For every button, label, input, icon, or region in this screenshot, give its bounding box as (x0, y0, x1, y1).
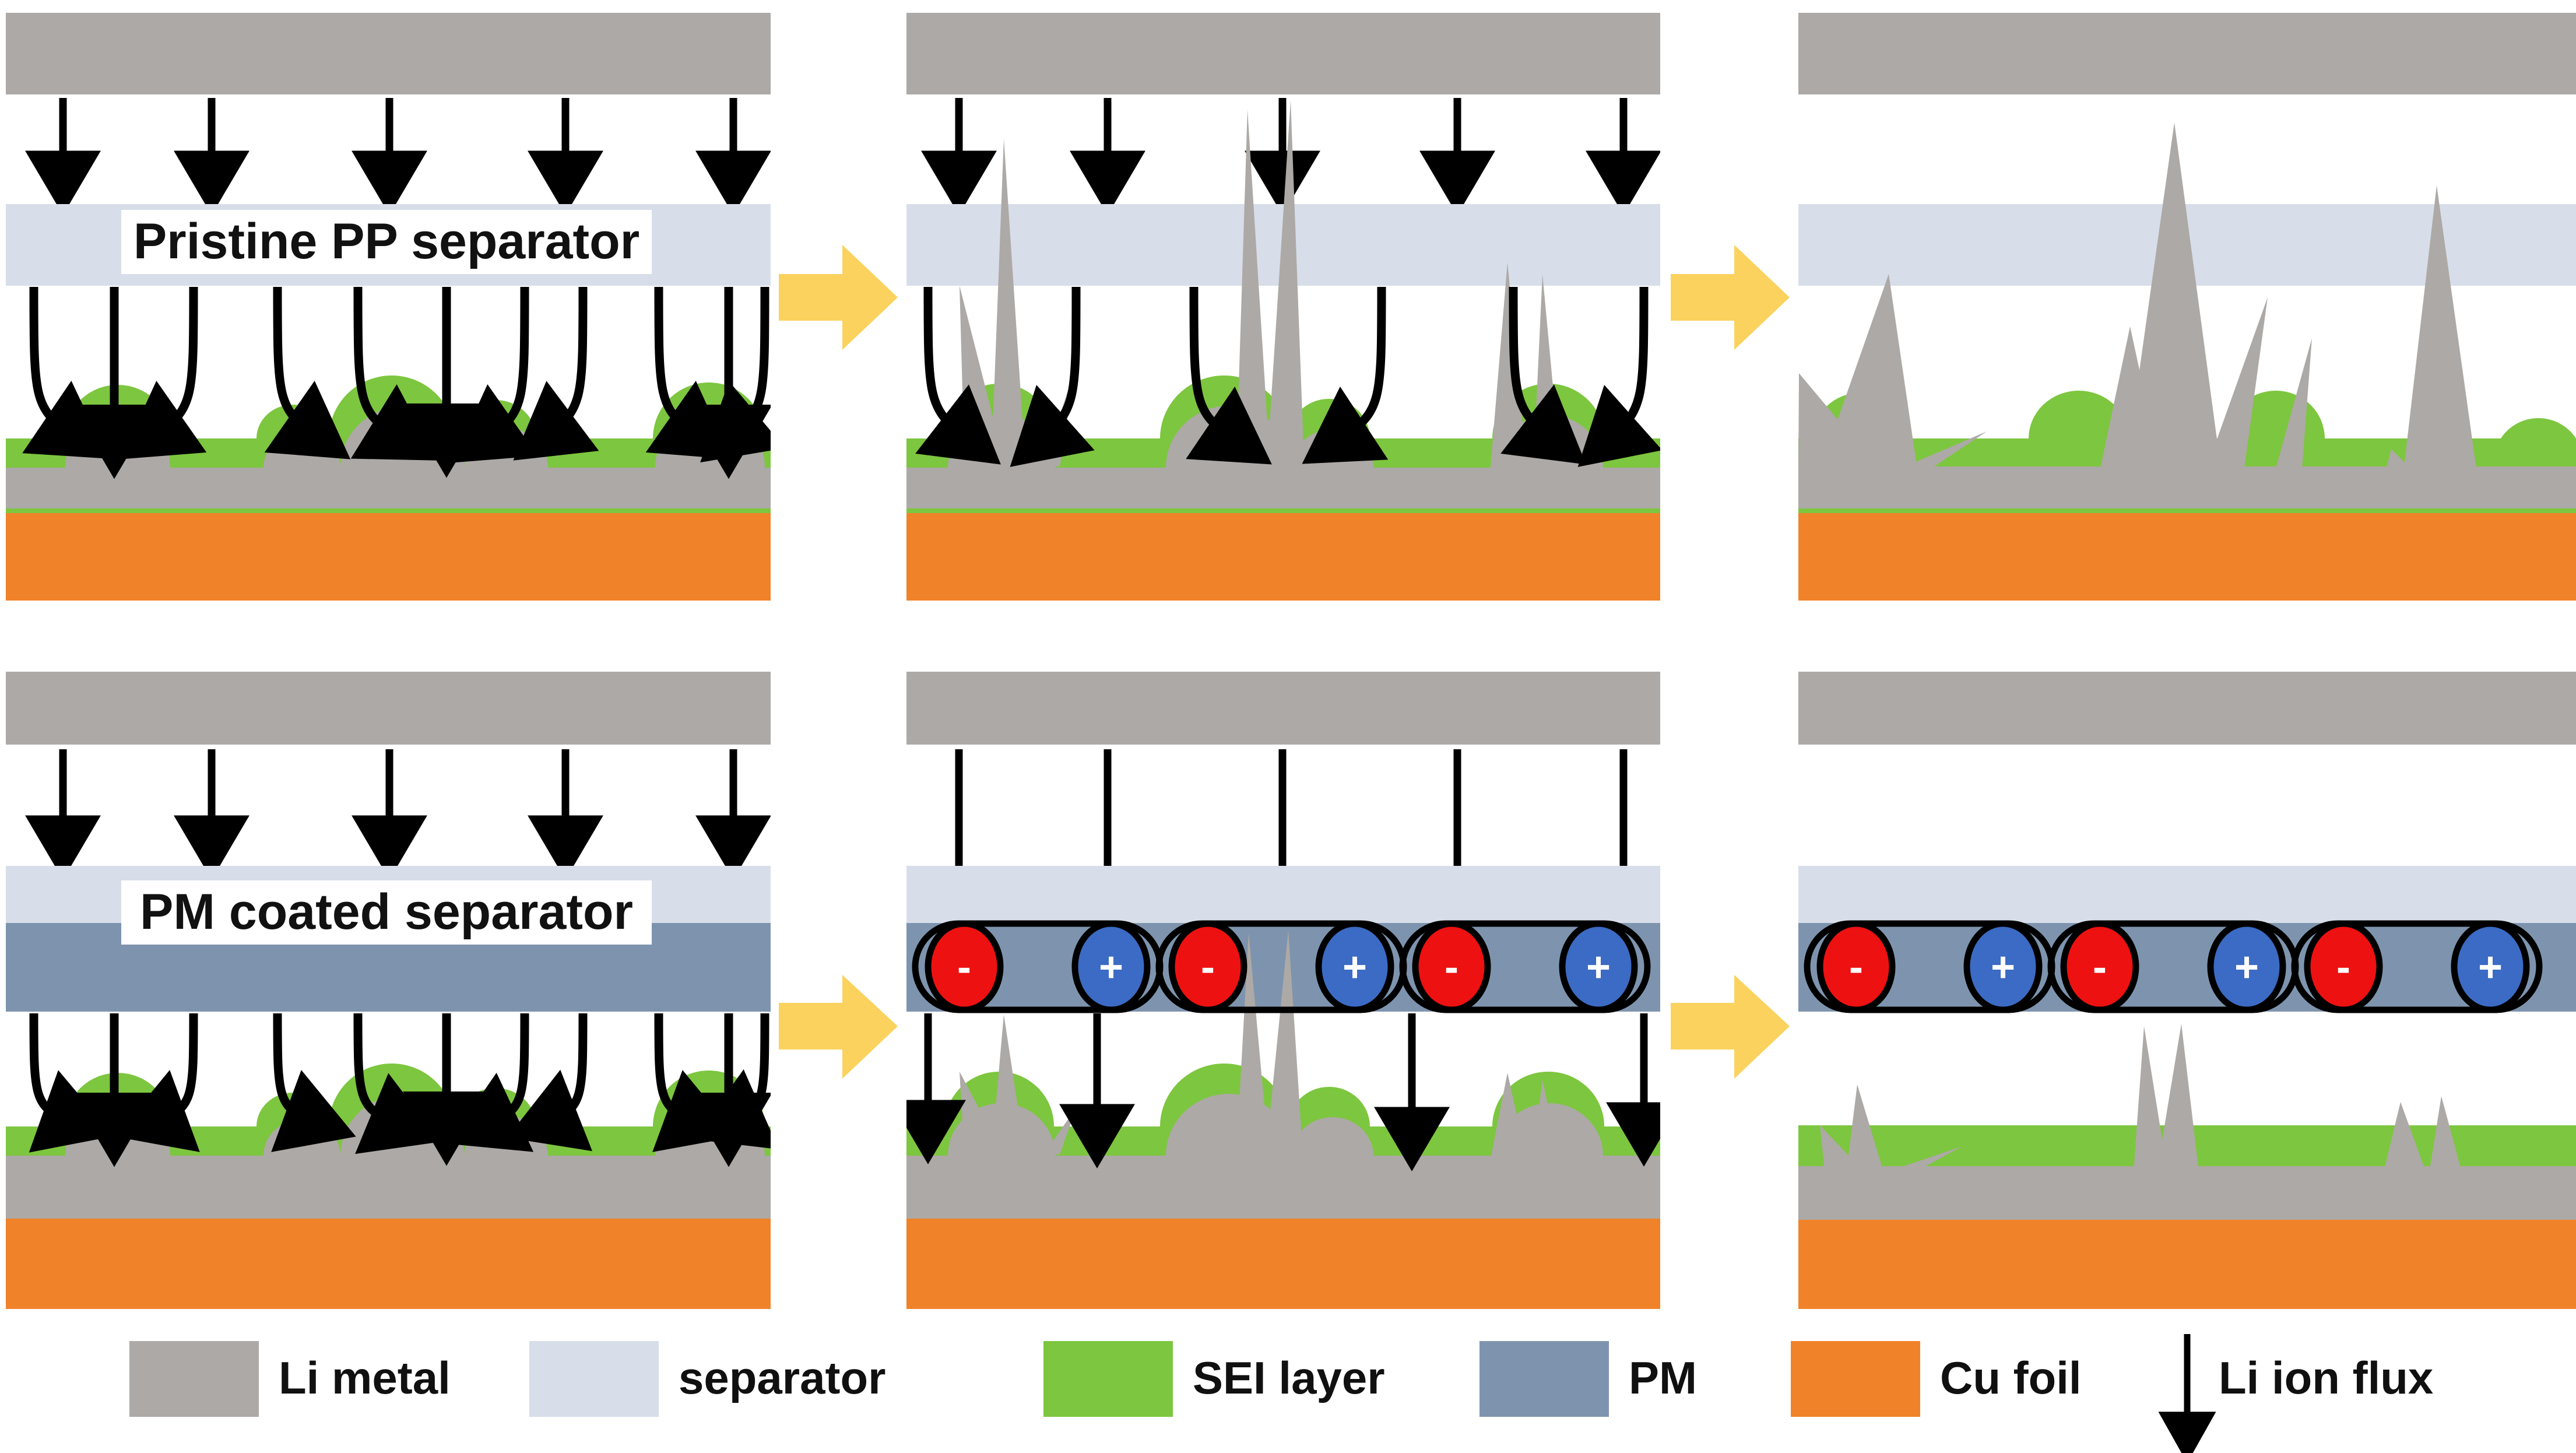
li-dendrites (960, 931, 1560, 1164)
li-metal-deposit (1798, 1166, 2576, 1220)
ion-positive-symbol: + (1343, 944, 1367, 991)
ion-negative: - (1816, 920, 1896, 1013)
ion-positive: + (1315, 920, 1394, 1013)
legend-label-separator: separator (679, 1352, 886, 1403)
stage-arrows (779, 245, 1790, 1079)
li-ion-flux-arrows-curved (915, 286, 1660, 467)
ion-positive: + (1071, 920, 1151, 1013)
panel-label-backdrop (121, 880, 652, 945)
legend-swatch-sei-layer (1043, 1341, 1173, 1417)
ion-negative-symbol: - (2093, 944, 2107, 991)
cu-foil-layer (906, 506, 1660, 601)
li-ion-flux-arrows-straight (25, 749, 771, 880)
panel-pm-stable: - + - + - + (1798, 672, 2576, 1309)
ion-positive-symbol: + (1991, 944, 2015, 991)
ion-positive: + (2451, 920, 2530, 1013)
li-metal-counter-electrode (6, 13, 771, 94)
ion-negative-symbol: - (957, 944, 971, 991)
panel-pm-initial: PM coated separator (6, 672, 771, 1309)
ion-positive: + (1559, 920, 1638, 1013)
separator-layer (906, 866, 1660, 923)
li-ion-flux-arrows-curved (22, 286, 771, 479)
ion-negative: - (1168, 920, 1247, 1013)
cu-foil-layer (6, 1216, 771, 1309)
li-ion-flux-arrows-uniform (906, 1013, 1660, 1171)
li-metal-counter-electrode (1798, 672, 2576, 745)
ion-negative: - (925, 920, 1004, 1013)
cu-foil-layer (6, 506, 771, 601)
legend-swatch-pm (1479, 1341, 1609, 1417)
ion-positive-symbol: + (1586, 944, 1611, 991)
pm-coated-separator-label: PM coated separator (140, 884, 633, 940)
right-arrow-icon[interactable] (1671, 975, 1790, 1079)
li-metal-deposit (1798, 466, 2576, 508)
ion-positive: + (2207, 920, 2286, 1013)
li-metal-counter-electrode (6, 672, 771, 745)
ion-positive-symbol: + (1099, 944, 1123, 991)
pristine-separator-label: Pristine PP separator (133, 213, 639, 269)
right-arrow-icon[interactable] (779, 245, 898, 350)
pm-layer (1798, 923, 2576, 1012)
li-metal-deposit (6, 1095, 771, 1219)
panel-pristine-growth (906, 13, 1660, 601)
li-metal-counter-electrode (1798, 13, 2576, 94)
panel-pristine-initial: Pristine PP separator (6, 13, 771, 601)
ion-positive-symbol: + (2234, 944, 2259, 991)
ion-negative: - (2060, 920, 2139, 1013)
ion-negative-symbol: - (1849, 944, 1863, 991)
li-dendrites-suppressed (1820, 1024, 2461, 1172)
legend-label-li-ion-flux: Li ion flux (2219, 1352, 2433, 1403)
cu-foil-layer (906, 1216, 1660, 1309)
cu-foil-layer (1798, 1216, 2576, 1309)
li-metal-counter-electrode (906, 13, 1660, 94)
ion-negative-symbol: - (2336, 944, 2350, 991)
li-metal-counter-electrode (906, 672, 1660, 745)
legend-swatch-cu-foil (1791, 1341, 1920, 1417)
pm-ions: - + - + - + (925, 920, 1638, 1013)
ion-positive-symbol: + (2478, 944, 2503, 991)
legend-swatch-li-metal (129, 1341, 259, 1417)
panel-label-backdrop (121, 210, 652, 274)
li-ion-flux-arrows-straight (25, 98, 771, 215)
right-arrow-icon[interactable] (779, 975, 898, 1079)
li-ion-flux-arrows-curved (29, 1013, 771, 1167)
ion-positive: + (1963, 920, 2043, 1013)
right-arrow-icon[interactable] (1671, 245, 1790, 350)
ion-negative: - (1412, 920, 1491, 1013)
panel-pm-growth: - + - + - + (906, 672, 1660, 1309)
legend-label-sei-layer: SEI layer (1193, 1352, 1385, 1403)
pm-ion-capsules (1804, 920, 2543, 1013)
li-dendrites-piercing (1798, 122, 2477, 478)
cu-foil-layer (1798, 506, 2576, 601)
ion-negative-symbol: - (1445, 944, 1459, 991)
pm-ions: - + - + - + (1816, 920, 2530, 1013)
legend-label-pm: PM (1629, 1352, 1697, 1403)
legend-label-cu-foil: Cu foil (1940, 1352, 2082, 1403)
panel-pristine-failure (1798, 13, 2576, 601)
legend: Li metal separator SEI layer PM Cu foil … (129, 1334, 2433, 1453)
separator-layer (1798, 866, 2576, 923)
ion-negative: - (2304, 920, 2383, 1013)
legend-swatch-separator (529, 1341, 659, 1417)
ion-negative-symbol: - (1201, 944, 1215, 991)
pm-ion-capsules (912, 920, 1651, 1013)
legend-label-li-metal: Li metal (279, 1352, 451, 1403)
li-ion-flux-arrows-straight (921, 98, 1660, 215)
